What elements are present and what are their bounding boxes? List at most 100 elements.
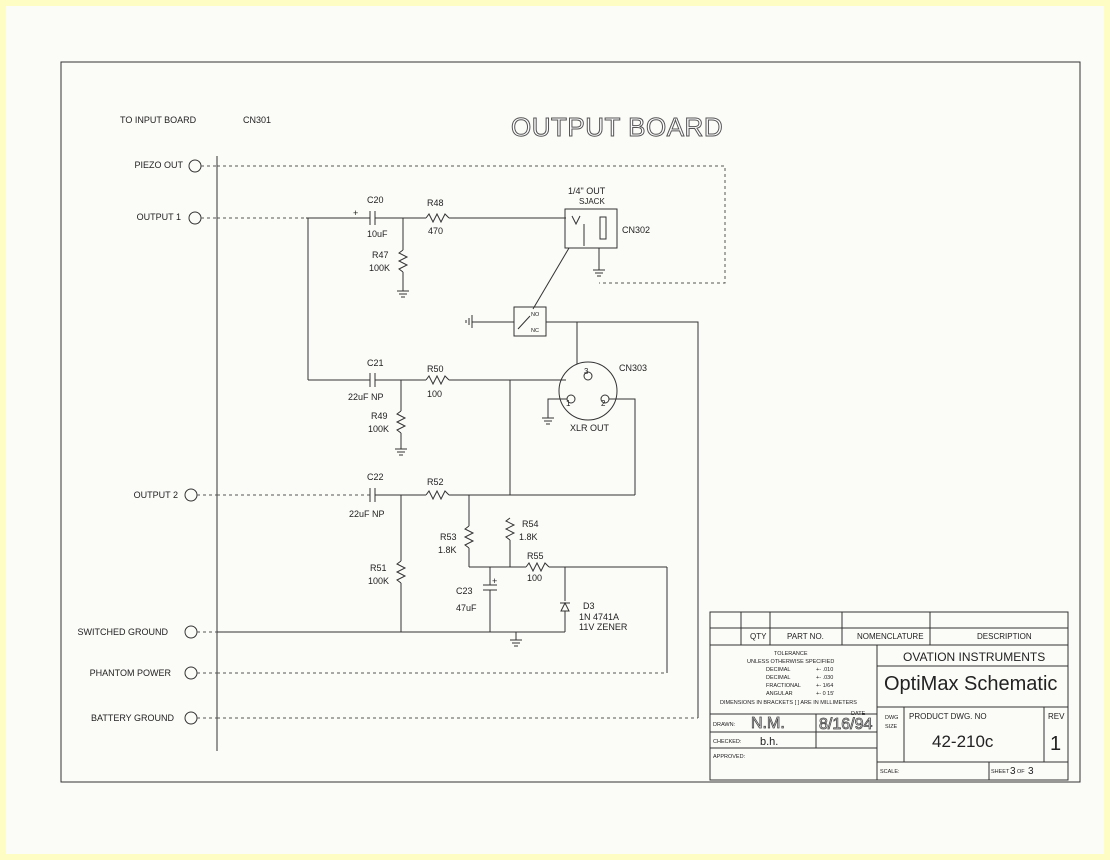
c22-ref: C22 xyxy=(367,472,384,482)
output1-label: OUTPUT 1 xyxy=(137,212,181,222)
xlr-pin2-wire xyxy=(609,398,636,495)
tolerance-subtitle: UNLESS OTHERWISE SPECIFIED xyxy=(747,659,834,665)
d3-desc: 11V ZENER xyxy=(579,622,628,632)
tolerance-angular-val: +- 0 15' xyxy=(816,691,834,697)
ground-symbol xyxy=(593,269,605,277)
zener-diode-d3 xyxy=(560,601,570,612)
quarter-inch-jack xyxy=(564,208,618,249)
tolerance-fractional-val: +- 1/64 xyxy=(816,683,833,689)
nomenclature-header: NOMENCLATURE xyxy=(857,632,924,641)
drawing-border xyxy=(60,61,1081,783)
part-no-header: PART NO. xyxy=(787,632,824,641)
product-dwg-label: PRODUCT DWG. NO xyxy=(909,712,987,721)
r51-value: 100K xyxy=(368,576,389,586)
output2-terminal xyxy=(184,488,198,502)
r55-value: 100 xyxy=(527,573,542,583)
r48-ref: R48 xyxy=(427,198,444,208)
r49-ref: R49 xyxy=(371,411,388,421)
c23-ref: C23 xyxy=(456,586,473,596)
tolerance-angular: ANGULAR xyxy=(766,691,793,697)
checked-value: b.h. xyxy=(760,736,778,748)
tolerance-title: TOLERANCE xyxy=(774,651,808,657)
battery-ground-label: BATTERY GROUND xyxy=(91,713,175,723)
resistor-r55 xyxy=(525,561,550,573)
ground-symbol xyxy=(397,290,409,298)
checked-label: CHECKED: xyxy=(713,739,742,745)
tolerance-decimal2: DECIMAL xyxy=(766,675,790,681)
r49-value: 100K xyxy=(368,424,389,434)
r50-value: 100 xyxy=(427,389,442,399)
switch-nc-label: NC xyxy=(531,328,539,334)
date-label: DATE xyxy=(851,711,866,717)
r47-ref: R47 xyxy=(372,250,389,260)
ground-symbol xyxy=(542,417,554,425)
c21-ref: C21 xyxy=(367,358,384,368)
r51-ref: R51 xyxy=(370,563,387,573)
resistor-r48 xyxy=(425,212,450,224)
switched-ground-terminal xyxy=(184,625,198,639)
r54-value: 1.8K xyxy=(519,532,538,542)
switch-no-label: NO xyxy=(531,312,540,318)
capacitor-c21 xyxy=(369,373,376,387)
cn301-label: CN301 xyxy=(243,115,271,125)
xlr-pin1: 1 xyxy=(566,399,571,408)
jack-switch-link xyxy=(532,247,570,310)
svg-text:+: + xyxy=(353,208,358,218)
r53-ref: R53 xyxy=(440,532,457,542)
c22-value: 22uF NP xyxy=(349,509,385,519)
battery-ground-terminal xyxy=(184,711,198,725)
phantom-power-terminal xyxy=(184,666,198,680)
switched-ground-label: SWITCHED GROUND xyxy=(78,627,169,637)
d3-part: 1N 4741A xyxy=(579,612,619,622)
sheet-number: 3 xyxy=(1010,766,1016,777)
drawing-title: OptiMax Schematic xyxy=(884,673,1057,695)
resistor-r53 xyxy=(463,525,475,549)
date-value: 8/16/94 xyxy=(819,716,872,733)
sheet-of: OF xyxy=(1017,769,1025,775)
c20-value: 10uF xyxy=(367,229,388,239)
sheet-label: SHEET xyxy=(991,769,1010,775)
r52-ref: R52 xyxy=(427,477,444,487)
r50-ref: R50 xyxy=(427,364,444,374)
approved-label: APPROVED: xyxy=(713,754,746,760)
switch-nc-wire xyxy=(546,321,699,718)
r48-value: 470 xyxy=(428,226,443,236)
ground-symbol xyxy=(465,315,473,328)
r55-ref: R55 xyxy=(527,551,544,561)
description-header: DESCRIPTION xyxy=(977,632,1032,641)
tolerance-decimal1-val: +- .010 xyxy=(816,667,833,673)
tolerance-decimal1: DECIMAL xyxy=(766,667,790,673)
capacitor-c20: + xyxy=(353,208,376,225)
ground-symbol xyxy=(510,639,522,647)
resistor-r47 xyxy=(397,249,409,273)
cn303-label: CN303 xyxy=(619,363,647,373)
dwg-size-label-2: SIZE xyxy=(885,724,898,730)
resistor-r49 xyxy=(395,410,407,434)
c23-value: 47uF xyxy=(456,603,477,613)
tolerance-note: DIMENSIONS IN BRACKETS [ ] ARE IN MILLIM… xyxy=(720,700,857,706)
drawn-label: DRAWN: xyxy=(713,722,736,728)
jack-title: 1/4" OUT xyxy=(568,186,606,196)
capacitor-c22 xyxy=(369,488,376,502)
input-terminals: PIEZO OUT OUTPUT 1 OUTPUT 2 SWITCHED GRO… xyxy=(78,159,202,725)
sheet-total: 3 xyxy=(1028,766,1034,777)
rev-value: 1 xyxy=(1050,733,1061,755)
r54-ref: R54 xyxy=(522,519,539,529)
phantom-power-label: PHANTOM POWER xyxy=(90,668,172,678)
xlr-out-label: XLR OUT xyxy=(570,423,610,433)
d3-ref: D3 xyxy=(583,601,595,611)
switch-no-nc xyxy=(513,306,547,337)
output2-label: OUTPUT 2 xyxy=(134,490,178,500)
company-name: OVATION INSTRUMENTS xyxy=(903,650,1045,664)
product-dwg-value: 42-210c xyxy=(932,732,994,751)
piezo-out-wire xyxy=(217,165,726,284)
piezo-out-terminal xyxy=(188,159,202,173)
wire xyxy=(547,398,567,418)
schematic-sheet: TO INPUT BOARD CN301 OUTPUT BOARD PIEZO … xyxy=(6,6,1104,854)
title-block xyxy=(709,611,1069,781)
svg-text:+: + xyxy=(492,576,497,586)
piezo-out-label: PIEZO OUT xyxy=(134,160,183,170)
scale-label: SCALE: xyxy=(880,769,900,775)
dwg-size-label: DWG xyxy=(885,715,898,721)
ground-symbol xyxy=(395,448,407,456)
